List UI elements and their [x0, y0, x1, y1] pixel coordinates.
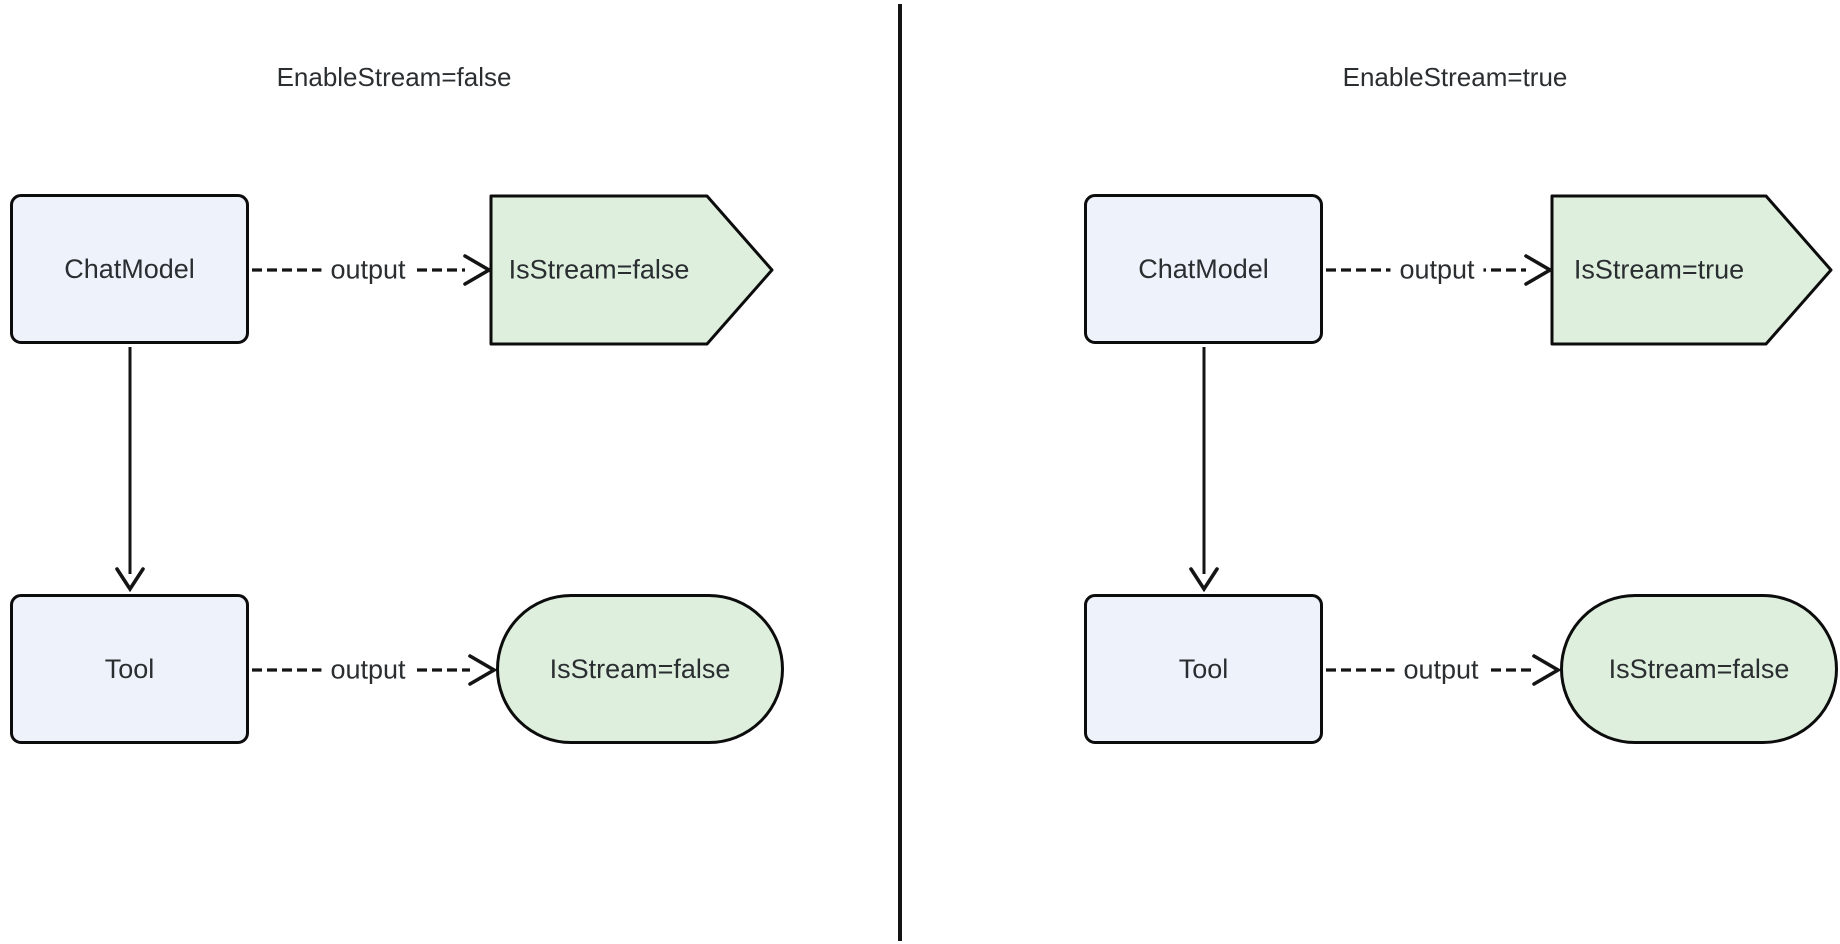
arrowhead-icon — [1189, 567, 1219, 593]
arrowhead-icon — [468, 654, 498, 686]
arrowhead-icon — [115, 567, 145, 593]
arrowhead-icon — [1532, 654, 1562, 686]
chat-result-pentagon-right — [1550, 194, 1833, 346]
arrowhead-icon — [463, 254, 493, 286]
arrowhead-icon — [1524, 254, 1554, 286]
chat-result-pentagon-left — [489, 194, 774, 346]
